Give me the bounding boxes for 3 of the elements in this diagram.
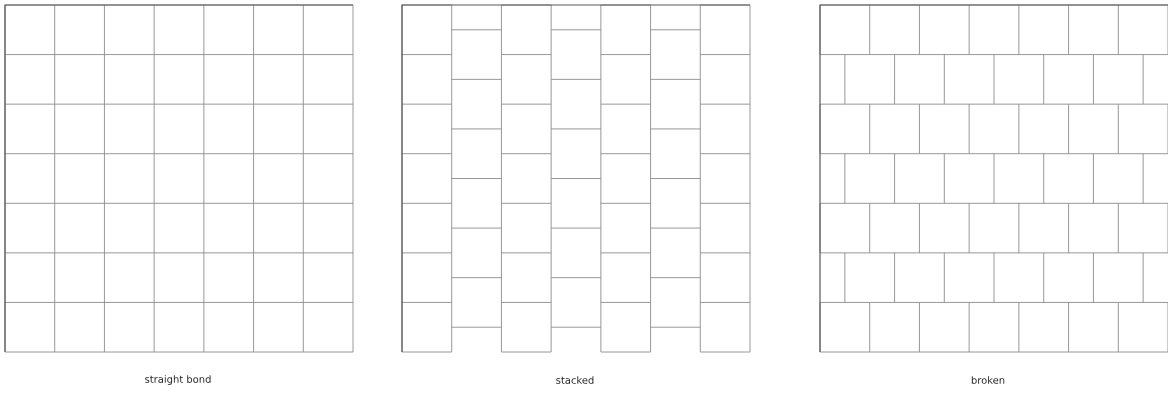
pattern-caption: stacked — [556, 376, 594, 384]
pattern-caption: broken — [971, 376, 1005, 384]
pattern-caption: straight bond — [145, 375, 211, 385]
